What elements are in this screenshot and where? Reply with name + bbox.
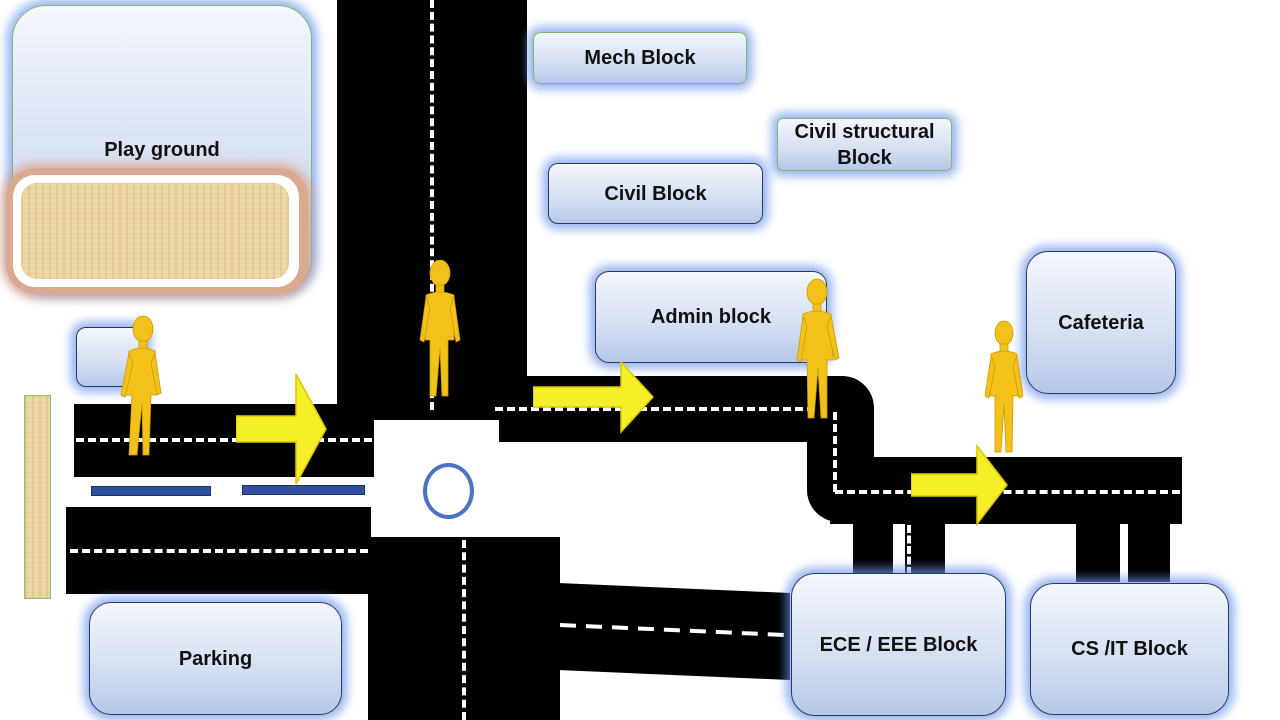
person-icon <box>984 320 1024 453</box>
parking-block-label: Parking <box>178 647 253 670</box>
civil-structural-block-label: Civil structural Block <box>794 120 935 169</box>
pedestrian-crossing-icon <box>91 486 211 496</box>
cs-it-block[interactable]: CS /IT Block <box>1030 583 1229 715</box>
lane-marking-south <box>462 540 466 720</box>
person-icon <box>120 315 162 456</box>
ece-eee-block-label: ECE / EEE Block <box>819 633 978 656</box>
cs-it-block-label: CS /IT Block <box>1071 638 1188 660</box>
lane-marking-west-lower <box>70 549 368 553</box>
road-ece-spur-1 <box>853 520 893 580</box>
admin-block[interactable]: Admin block <box>595 271 827 363</box>
road-cs-spur-1 <box>1076 520 1120 582</box>
cafeteria-block-label: Cafeteria <box>1058 311 1144 334</box>
mech-block-label: Mech Block <box>584 47 696 69</box>
playground-label: Play ground <box>104 139 220 161</box>
lane-marking-east-connector <box>495 407 815 411</box>
person-icon <box>419 260 461 397</box>
lane-marking-cs-spur <box>1122 528 1126 580</box>
arrow-right-icon <box>533 360 655 434</box>
arrow-right-icon <box>236 373 327 485</box>
lane-marking-north <box>430 0 434 410</box>
lane-marking-curve <box>833 412 837 492</box>
lane-marking-ece-spur <box>907 525 911 575</box>
person-icon <box>796 278 840 419</box>
pedestrian-crossing-icon <box>242 485 365 495</box>
ece-eee-block[interactable]: ECE / EEE Block <box>791 573 1006 716</box>
parking-block[interactable]: Parking <box>89 602 342 715</box>
playground-field-surface <box>21 183 289 279</box>
lane-marking-west-upper <box>76 438 372 442</box>
roundabout-icon <box>423 463 474 519</box>
lane-marking-east-main <box>835 490 1180 494</box>
mech-block[interactable]: Mech Block <box>533 32 747 84</box>
road-ece-spur-2 <box>905 520 945 580</box>
civil-block-label: Civil Block <box>604 182 707 205</box>
cafeteria-block[interactable]: Cafeteria <box>1026 251 1176 394</box>
arrow-right-icon <box>911 444 1008 526</box>
civil-structural-block[interactable]: Civil structural Block <box>777 118 952 171</box>
road-cs-spur-2 <box>1128 520 1170 582</box>
admin-block-label: Admin block <box>650 306 771 328</box>
sand-strip <box>24 395 51 599</box>
civil-block[interactable]: Civil Block <box>548 163 763 224</box>
